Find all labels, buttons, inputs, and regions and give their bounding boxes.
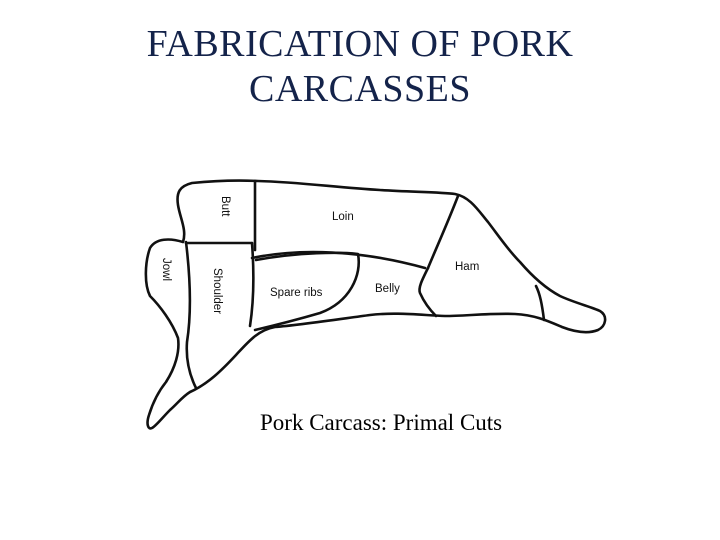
spare-ribs-outline: [253, 251, 361, 332]
slide-title: FABRICATION OF PORK CARCASSES: [0, 22, 720, 112]
cut-label-jowl: Jowl: [160, 258, 172, 281]
shoulder-ribs-divider: [248, 241, 255, 328]
carcass-outline: [144, 179, 607, 430]
cut-label-ham: Ham: [455, 261, 479, 273]
slide-title-line-1: FABRICATION OF PORK: [146, 23, 574, 65]
diagram-caption: Pork Carcass: Primal Cuts: [260, 410, 503, 435]
slide-title-line-2: CARCASSES: [248, 68, 472, 110]
ham-shank-divider: [534, 284, 546, 322]
cut-label-shoulder: Shoulder: [211, 268, 223, 314]
belly-ham-divider: [418, 266, 438, 318]
cut-label-loin: Loin: [332, 211, 354, 223]
loin-ham-divider: [426, 194, 460, 270]
cut-label-belly: Belly: [375, 283, 400, 295]
jowl-shoulder-divider: [184, 240, 198, 390]
cut-label-butt: Butt: [219, 196, 231, 217]
cut-label-spare-ribs: Spare ribs: [270, 287, 323, 299]
loin-belly-divider: [250, 250, 427, 270]
